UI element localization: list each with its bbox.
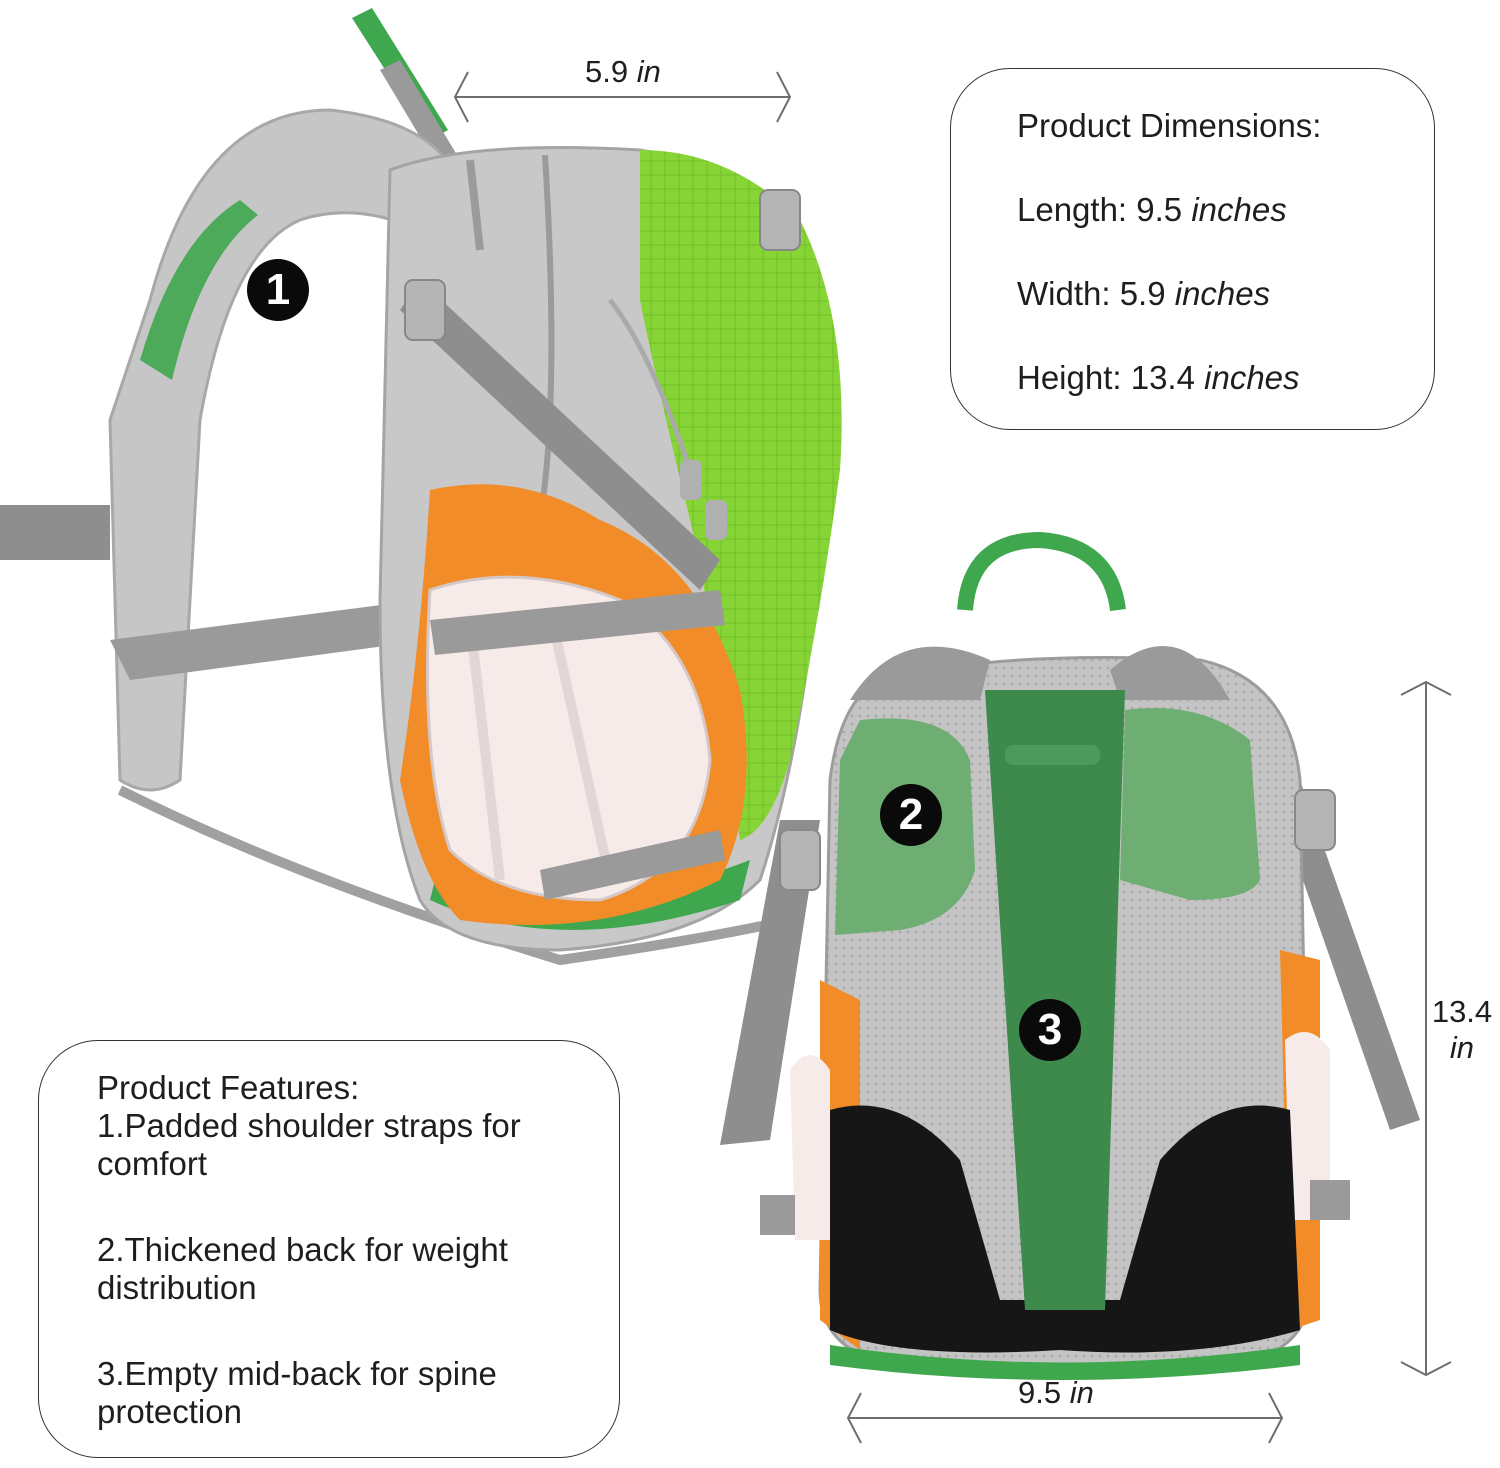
dimension-height-unit: inches xyxy=(1204,359,1300,396)
depth-label: 5.9 in xyxy=(585,54,661,90)
dimension-height: Height: 13.4 inches xyxy=(1017,357,1434,399)
feature-badge-3: 3 xyxy=(1019,999,1081,1061)
feature-1-line-1: 1.Padded shoulder straps for xyxy=(97,1107,521,1144)
depth-unit: in xyxy=(636,54,661,89)
height-unit: in xyxy=(1449,1030,1475,1065)
width-unit: in xyxy=(1069,1375,1094,1410)
height-label: 13.4 in xyxy=(1426,994,1498,1066)
width-dimension-arrow xyxy=(846,1392,1284,1444)
dimension-height-label: Height: 13.4 xyxy=(1017,359,1195,396)
back-view-backpack xyxy=(720,531,1420,1380)
feature-badge-2: 2 xyxy=(880,784,942,846)
product-features-box: Product Features: 1.Padded shoulder stra… xyxy=(38,1040,620,1458)
feature-3-line-1: 3.Empty mid-back for spine xyxy=(97,1355,497,1392)
height-dimension-arrow xyxy=(1400,680,1452,1377)
dimension-width: Width: 5.9 inches xyxy=(1017,273,1434,315)
width-label: 9.5 in xyxy=(1018,1375,1094,1411)
features-heading: Product Features: xyxy=(97,1069,360,1106)
depth-value: 5.9 xyxy=(585,54,629,89)
dimension-width-label: Width: 5.9 xyxy=(1017,275,1166,312)
dimensions-heading: Product Dimensions: xyxy=(1017,107,1322,144)
dimension-length: Length: 9.5 inches xyxy=(1017,189,1434,231)
dimension-length-label: Length: 9.5 xyxy=(1017,191,1183,228)
side-view-backpack xyxy=(0,8,842,966)
dimension-width-unit: inches xyxy=(1174,275,1271,312)
feature-badge-1: 1 xyxy=(247,259,309,321)
feature-1-line-2: comfort xyxy=(97,1145,208,1182)
feature-3-line-2: protection xyxy=(97,1393,242,1430)
product-dimensions-box: Product Dimensions: Length: 9.5 inches W… xyxy=(950,68,1435,430)
feature-2-line-1: 2.Thickened back for weight xyxy=(97,1231,508,1268)
dimension-length-unit: inches xyxy=(1191,191,1287,228)
height-value: 13.4 xyxy=(1431,994,1493,1029)
feature-2-line-2: distribution xyxy=(97,1269,257,1306)
depth-dimension-arrow xyxy=(453,71,792,123)
width-value: 9.5 xyxy=(1018,1375,1062,1410)
